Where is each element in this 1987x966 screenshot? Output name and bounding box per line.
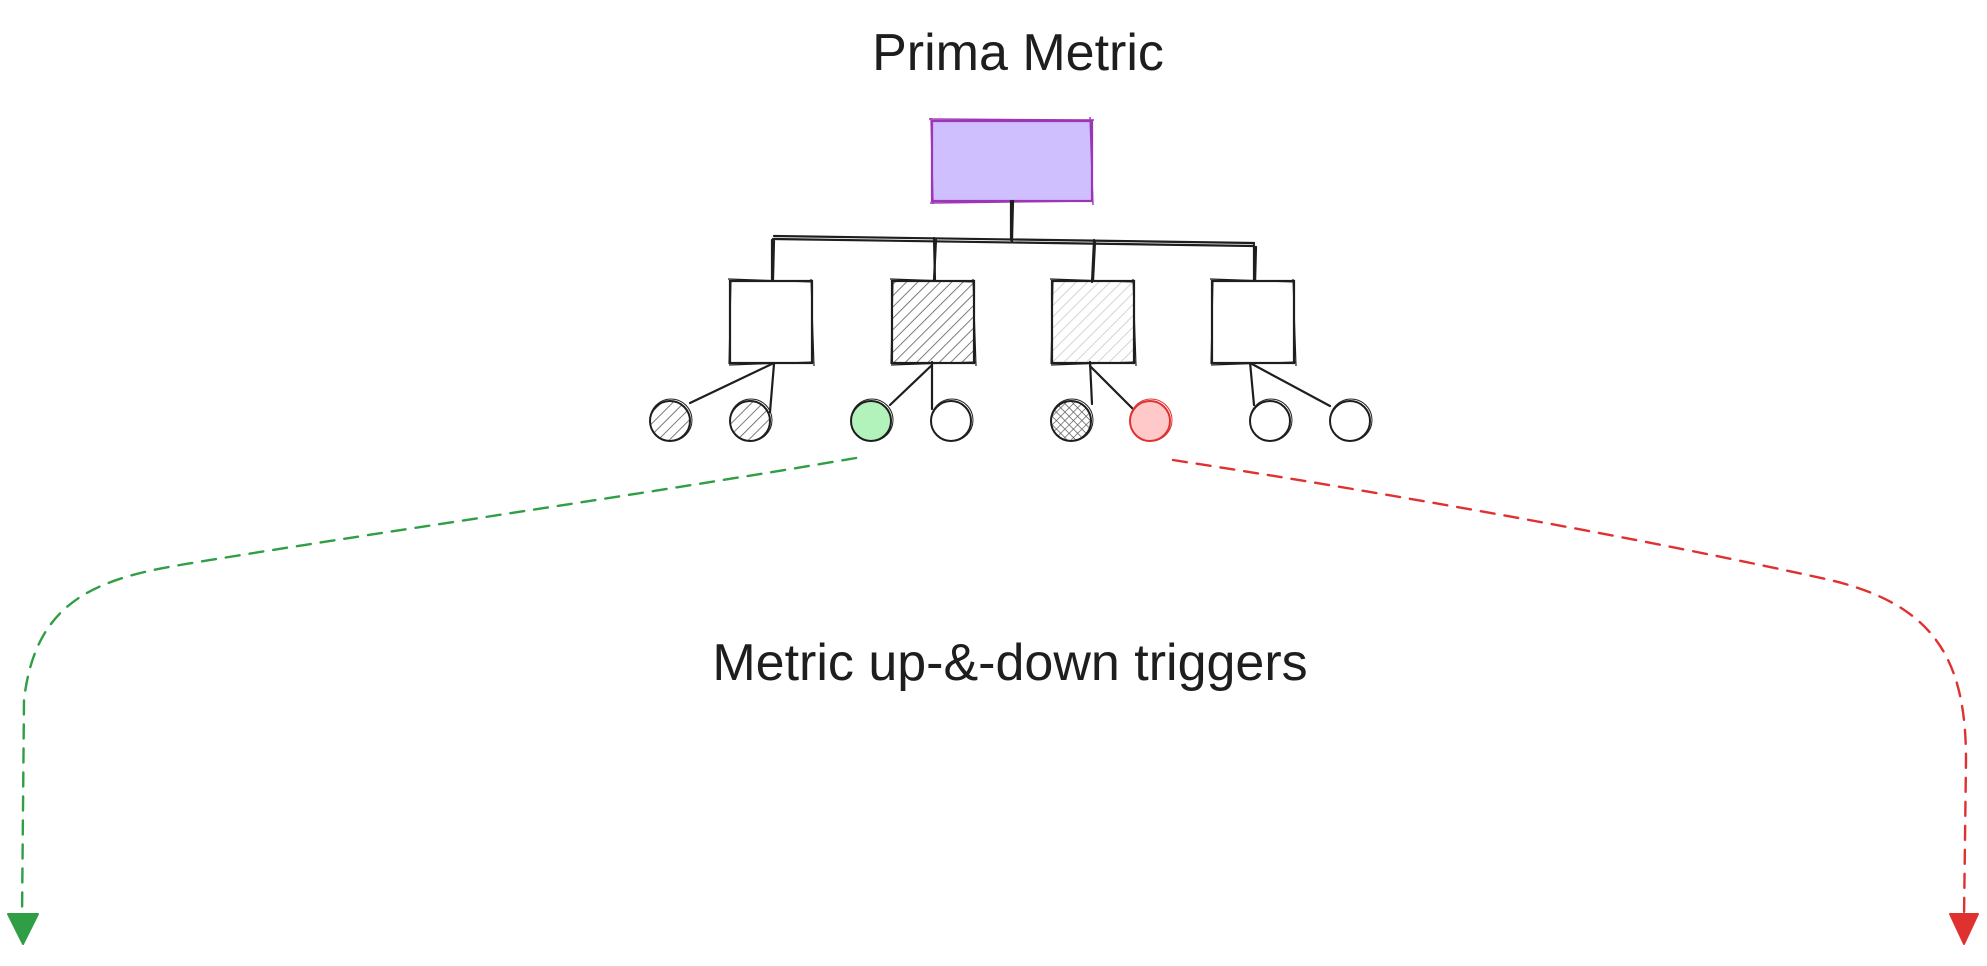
down-arrowhead-icon — [1949, 913, 1979, 945]
leaf-node-2-1-up — [850, 398, 894, 442]
diagram-subtitle: Metric up-&-down triggers — [712, 634, 1307, 692]
up-trigger-arrow — [7, 456, 858, 945]
diagram-title: Prima Metric — [872, 24, 1164, 82]
root-metric-node — [928, 116, 1095, 206]
down-trigger-arrow — [1171, 458, 1979, 945]
leaf-node-4-2 — [1329, 398, 1373, 442]
leaf-node-3-1 — [1050, 398, 1094, 442]
leaf-node-1-2 — [729, 398, 773, 442]
tree-connectors — [688, 199, 1332, 414]
child-node-4 — [1209, 278, 1297, 367]
leaf-node-4-1 — [1249, 398, 1293, 442]
child-node-2 — [889, 278, 977, 367]
up-arrowhead-icon — [7, 913, 39, 945]
child-node-3 — [1049, 278, 1137, 367]
child-node-1 — [727, 278, 815, 367]
leaf-node-2-2 — [930, 398, 974, 442]
leaf-node-1-1 — [649, 398, 693, 442]
leaf-node-3-2-down — [1129, 398, 1173, 442]
